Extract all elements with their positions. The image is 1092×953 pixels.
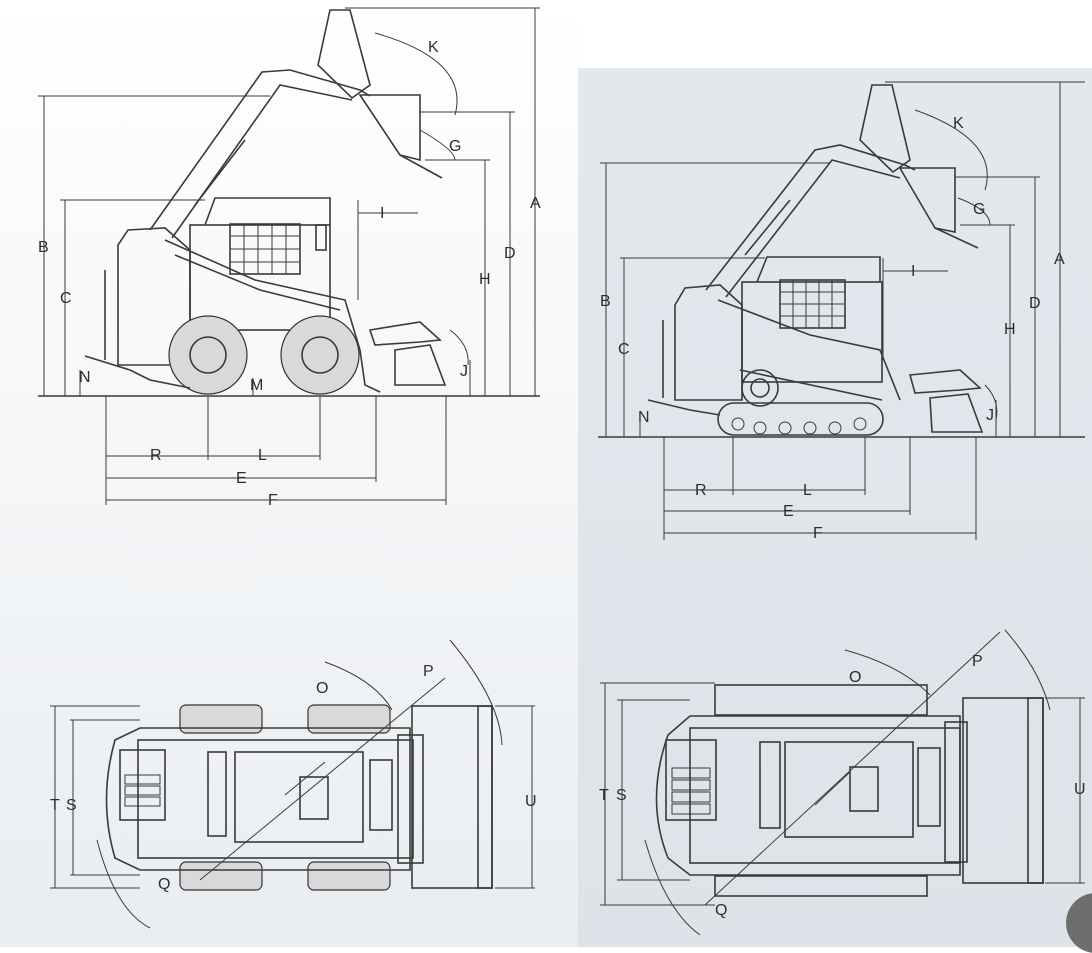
label-h: H — [479, 271, 491, 288]
label-u: U — [525, 793, 537, 810]
label-l: L — [258, 447, 267, 464]
label-d: D — [504, 245, 516, 262]
label-t: T — [50, 797, 60, 814]
wheeled-side-view — [38, 7, 540, 505]
label-i: I — [911, 263, 915, 280]
tracked-top-view — [600, 629, 1085, 936]
label-k: K — [428, 39, 439, 56]
label-m: M — [250, 377, 263, 394]
label-r: R — [150, 447, 162, 464]
label-n: N — [79, 369, 91, 386]
label-c: C — [60, 290, 72, 307]
wheeled-loader-panel — [0, 0, 578, 947]
label-u: U — [1074, 781, 1086, 798]
label-o: O — [316, 680, 328, 697]
tracked-side-view — [598, 81, 1085, 540]
label-l: L — [803, 482, 812, 499]
label-j: J — [986, 407, 994, 424]
label-j: J — [460, 363, 468, 380]
wheeled-top-view — [50, 639, 535, 929]
wheeled-labels: K G I A D H B C N M J R L E F O P Q T S … — [38, 39, 541, 893]
label-k: K — [953, 115, 964, 132]
label-c: C — [618, 341, 630, 358]
label-e: E — [783, 503, 794, 520]
label-s: S — [616, 787, 627, 804]
rear-wheel — [280, 315, 360, 395]
label-d: D — [1029, 295, 1041, 312]
label-a: A — [1054, 251, 1065, 268]
label-h: H — [1004, 321, 1016, 338]
label-q: Q — [715, 902, 727, 919]
label-n: N — [638, 409, 650, 426]
label-t: T — [599, 787, 609, 804]
label-o: O — [849, 669, 861, 686]
track — [717, 402, 884, 436]
label-q: Q — [158, 876, 170, 893]
label-p: P — [423, 663, 434, 680]
label-r: R — [695, 482, 707, 499]
label-b: B — [38, 239, 49, 256]
tracked-labels: K G I A D H B C N J R L E F O P Q T S U — [599, 115, 1086, 919]
label-s: S — [66, 797, 77, 814]
label-p: P — [972, 653, 983, 670]
label-g: G — [449, 138, 461, 155]
label-b: B — [600, 293, 611, 310]
front-wheel — [168, 315, 248, 395]
label-g: G — [973, 201, 985, 218]
label-f: F — [813, 525, 823, 542]
cab-grille — [230, 224, 300, 274]
label-e: E — [236, 470, 247, 487]
label-i: I — [380, 205, 384, 222]
label-a: A — [530, 195, 541, 212]
label-f: F — [268, 492, 278, 509]
